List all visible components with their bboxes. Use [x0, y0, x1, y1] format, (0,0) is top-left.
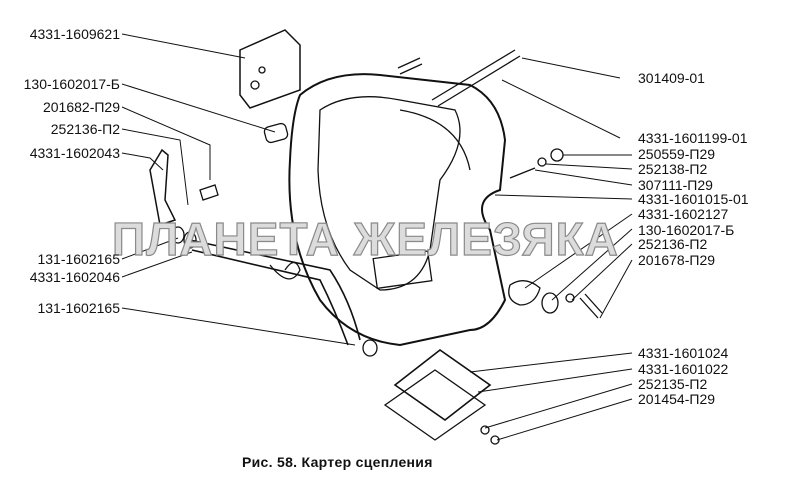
part-label: 130-1602017-Б	[23, 76, 120, 92]
bolt-right	[579, 293, 603, 319]
shaft-ring-2	[183, 231, 197, 249]
part-label: 250559-П29	[638, 146, 716, 162]
bolt-small	[480, 425, 490, 435]
nut-250559	[550, 148, 564, 162]
part-label: 4331-1601015-01	[638, 191, 749, 207]
leader-lines-right	[469, 57, 633, 441]
part-label: 307111-П29	[638, 177, 713, 193]
part-label: 4331-1601199-01	[638, 130, 748, 146]
part-label: 252138-П2	[638, 161, 708, 177]
fork	[269, 261, 301, 280]
part-label: 252136-П2	[50, 121, 120, 137]
lever-bolt	[199, 184, 219, 201]
part-label: 201682-П29	[42, 99, 120, 115]
shaft-end-ring	[362, 339, 378, 357]
part-label: 4331-1602046	[29, 269, 120, 285]
cap-4331-1602127	[508, 280, 541, 306]
part-label: 4331-1602127	[638, 206, 729, 222]
watermark: ПЛАНЕТА ЖЕЛЕЗЯКА	[111, 212, 619, 265]
part-label: 201454-П29	[638, 391, 716, 407]
lever	[149, 148, 177, 226]
washer-right	[565, 293, 575, 303]
part-label: 130-1602017-Б	[638, 222, 735, 238]
part-label: 252135-П2	[638, 376, 708, 392]
shaft	[189, 239, 361, 346]
short-bolt	[397, 57, 423, 75]
bushing-right	[541, 292, 559, 314]
housing-inner	[317, 96, 461, 291]
washer-small	[490, 435, 500, 445]
part-label: 201678-П29	[638, 252, 716, 268]
leader-lines-left	[121, 33, 356, 346]
bracket	[239, 29, 301, 109]
clutch-housing	[288, 73, 507, 347]
figure-caption: Рис. 58. Картер сцепления	[242, 454, 433, 470]
housing-window	[372, 250, 433, 290]
washer-252138	[537, 157, 547, 167]
gasket	[383, 369, 487, 441]
part-label: 301409-01	[638, 70, 705, 86]
part-label: 252136-П2	[638, 236, 708, 252]
part-label: 4331-1602043	[29, 145, 120, 161]
part-label: 4331-1601022	[638, 361, 729, 377]
stud-307111	[509, 167, 536, 179]
shaft-ring-1	[171, 226, 185, 244]
bushing	[263, 122, 289, 144]
housing-bore	[399, 109, 471, 171]
part-label: 4331-1609621	[29, 26, 120, 42]
part-label: 131-1602165	[37, 300, 120, 316]
part-label: 131-1602165	[37, 251, 120, 267]
part-label: 4331-1601024	[638, 345, 729, 361]
long-bolt	[431, 49, 521, 107]
cover-plate	[393, 349, 492, 421]
